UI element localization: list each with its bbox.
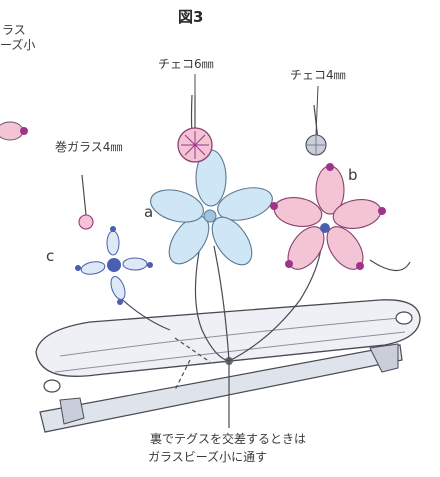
hair-clip xyxy=(35,299,421,433)
flower-c xyxy=(75,214,153,305)
flower-c-label: c xyxy=(46,247,55,265)
note-line-1: 裏でテグスを交差するときは xyxy=(150,432,307,446)
figure-title: 図3 xyxy=(178,8,204,26)
leader-lines xyxy=(194,74,319,136)
cut-off-bead-left xyxy=(0,121,28,141)
czech-4mm-label: チェコ4㎜ xyxy=(290,68,346,82)
cut-label-line-2: ーズ小 xyxy=(0,38,36,52)
flower-b-label: b xyxy=(348,166,358,184)
flower-b xyxy=(270,134,386,270)
czech-6mm-label: チェコ6㎜ xyxy=(158,57,214,71)
flower-a xyxy=(150,95,273,266)
maki-glass-label: 巻ガラス4㎜ xyxy=(55,140,123,154)
note-line-2: ガラスビーズ小に通す xyxy=(148,450,268,464)
flower-a-label: a xyxy=(144,203,154,221)
cut-label-line-1: ラス xyxy=(2,23,26,37)
